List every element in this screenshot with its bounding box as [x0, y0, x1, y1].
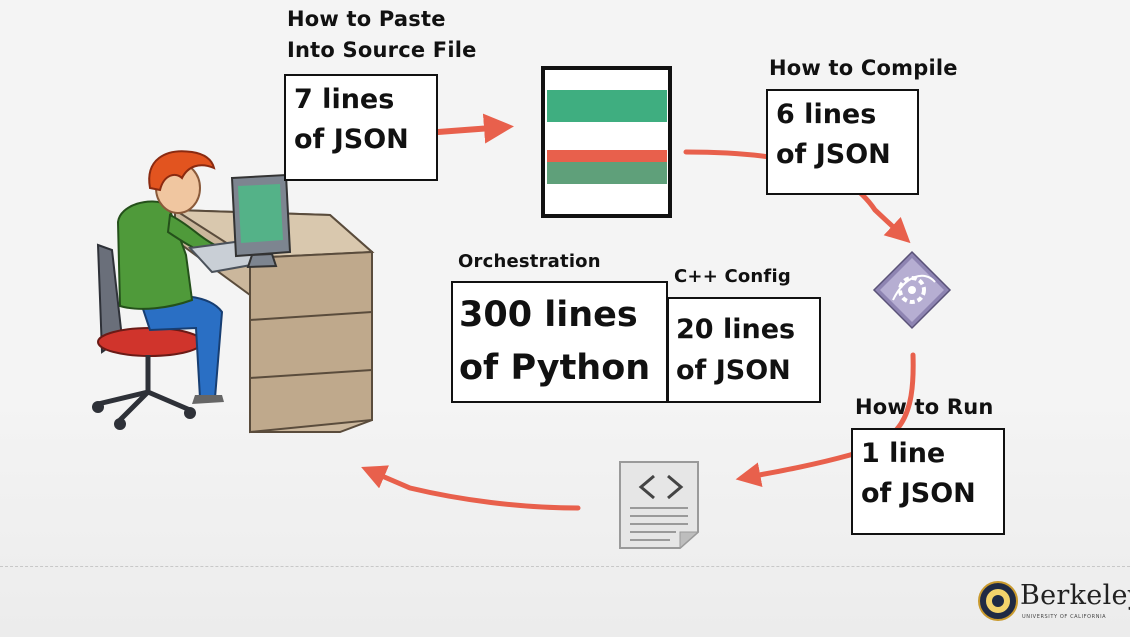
cpp-config-box-line2: of JSON: [676, 355, 791, 386]
paste-json-box: 7 lines of JSON: [284, 74, 438, 181]
run-box-line1: 1 line: [861, 438, 946, 469]
arrow-paste-to-source: [435, 113, 514, 144]
cpp-config-json-box: 20 lines of JSON: [667, 297, 821, 403]
orchestration-title: Orchestration: [458, 251, 601, 272]
berkeley-seal-icon: [978, 581, 1018, 621]
paste-box-line1: 7 lines: [294, 84, 395, 115]
paste-title-line1: How to Paste: [287, 7, 446, 31]
cpp-config-box-line1: 20 lines: [676, 314, 796, 345]
orchestration-python-box: 300 lines of Python: [451, 281, 668, 403]
compile-json-box: 6 lines of JSON: [766, 89, 919, 195]
compile-step-title: How to Compile: [769, 56, 958, 80]
run-json-box: 1 line of JSON: [851, 428, 1005, 535]
berkeley-logo: Berkeley UNIVERSITY OF CALIFORNIA: [978, 578, 1130, 624]
compiler-icon: [872, 250, 952, 330]
compile-box-line1: 6 lines: [776, 99, 877, 130]
berkeley-wordmark: Berkeley: [1020, 580, 1130, 611]
compile-box-line2: of JSON: [776, 139, 891, 170]
footer-divider: [0, 566, 1130, 567]
orchestration-box-line1: 300 lines: [459, 295, 638, 335]
developer-at-desk-illustration: [92, 150, 375, 434]
arrow-document-to-developer: [361, 465, 581, 511]
code-document-icon: [619, 461, 700, 550]
source-file-icon: [541, 66, 672, 218]
run-box-line2: of JSON: [861, 478, 976, 509]
berkeley-subtitle: UNIVERSITY OF CALIFORNIA: [1022, 614, 1107, 620]
cpp-config-title: C++ Config: [674, 266, 791, 287]
run-step-title: How to Run: [855, 395, 994, 419]
orchestration-box-line2: of Python: [459, 348, 651, 388]
paste-step-title: How to Paste Into Source File: [287, 4, 477, 66]
paste-title-line2: Into Source File: [287, 38, 477, 62]
arrow-compiler-to-document: [735, 352, 916, 488]
paste-box-line2: of JSON: [294, 124, 409, 155]
